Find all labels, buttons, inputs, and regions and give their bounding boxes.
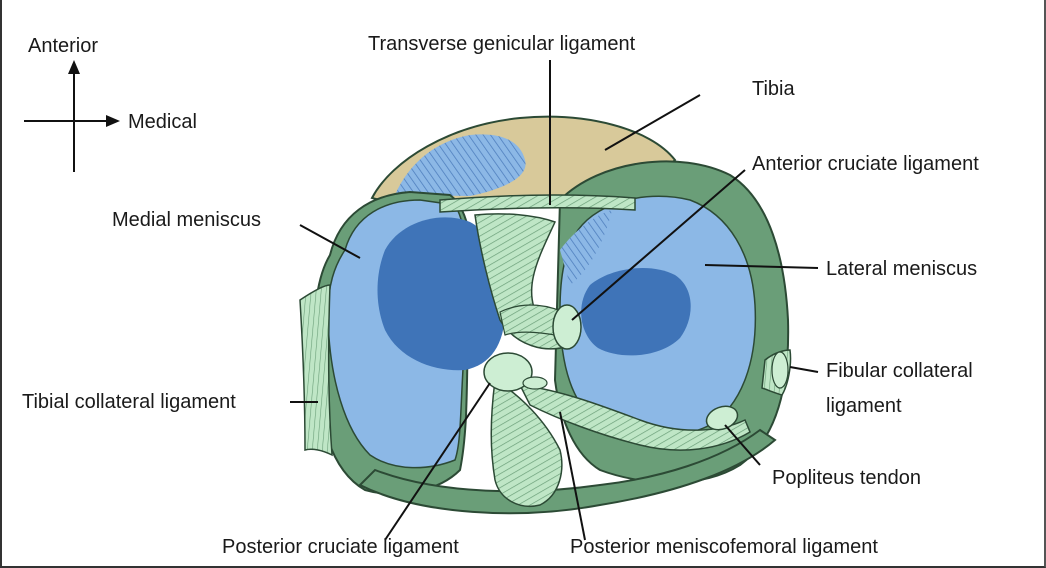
tibial-collateral-ligament-label: Tibial collateral ligament <box>22 391 236 413</box>
popliteus-tendon-label: Popliteus tendon <box>772 467 921 489</box>
lateral-meniscus-label: Lateral meniscus <box>826 258 977 280</box>
lateral-condyle-dark <box>581 268 691 355</box>
posterior-cruciate-ligament-label: Posterior cruciate ligament <box>222 536 459 558</box>
tibia-label: Tibia <box>752 78 795 100</box>
meniscofemoral-attachment <box>523 377 547 389</box>
posterior-meniscofemoral-ligament-label: Posterior meniscofemoral ligament <box>570 536 878 558</box>
acl-attachment <box>553 305 581 349</box>
anterior-cruciate-ligament-label: Anterior cruciate ligament <box>752 153 979 175</box>
tibial-collateral-ligament-shape <box>300 285 332 455</box>
medial-direction-label: Medical <box>128 111 197 133</box>
orientation-compass <box>24 60 120 172</box>
anterior-label: Anterior <box>28 35 98 57</box>
medial-meniscus-label: Medial meniscus <box>112 209 261 231</box>
transverse-genicular-ligament-label: Transverse genicular ligament <box>368 33 636 55</box>
fibular-collateral-ligament-label-line2: ligament <box>826 395 902 417</box>
fibular-collateral-ligament-label-line1: Fibular collateral <box>826 360 973 382</box>
fibular-collateral-attachment <box>772 352 788 388</box>
